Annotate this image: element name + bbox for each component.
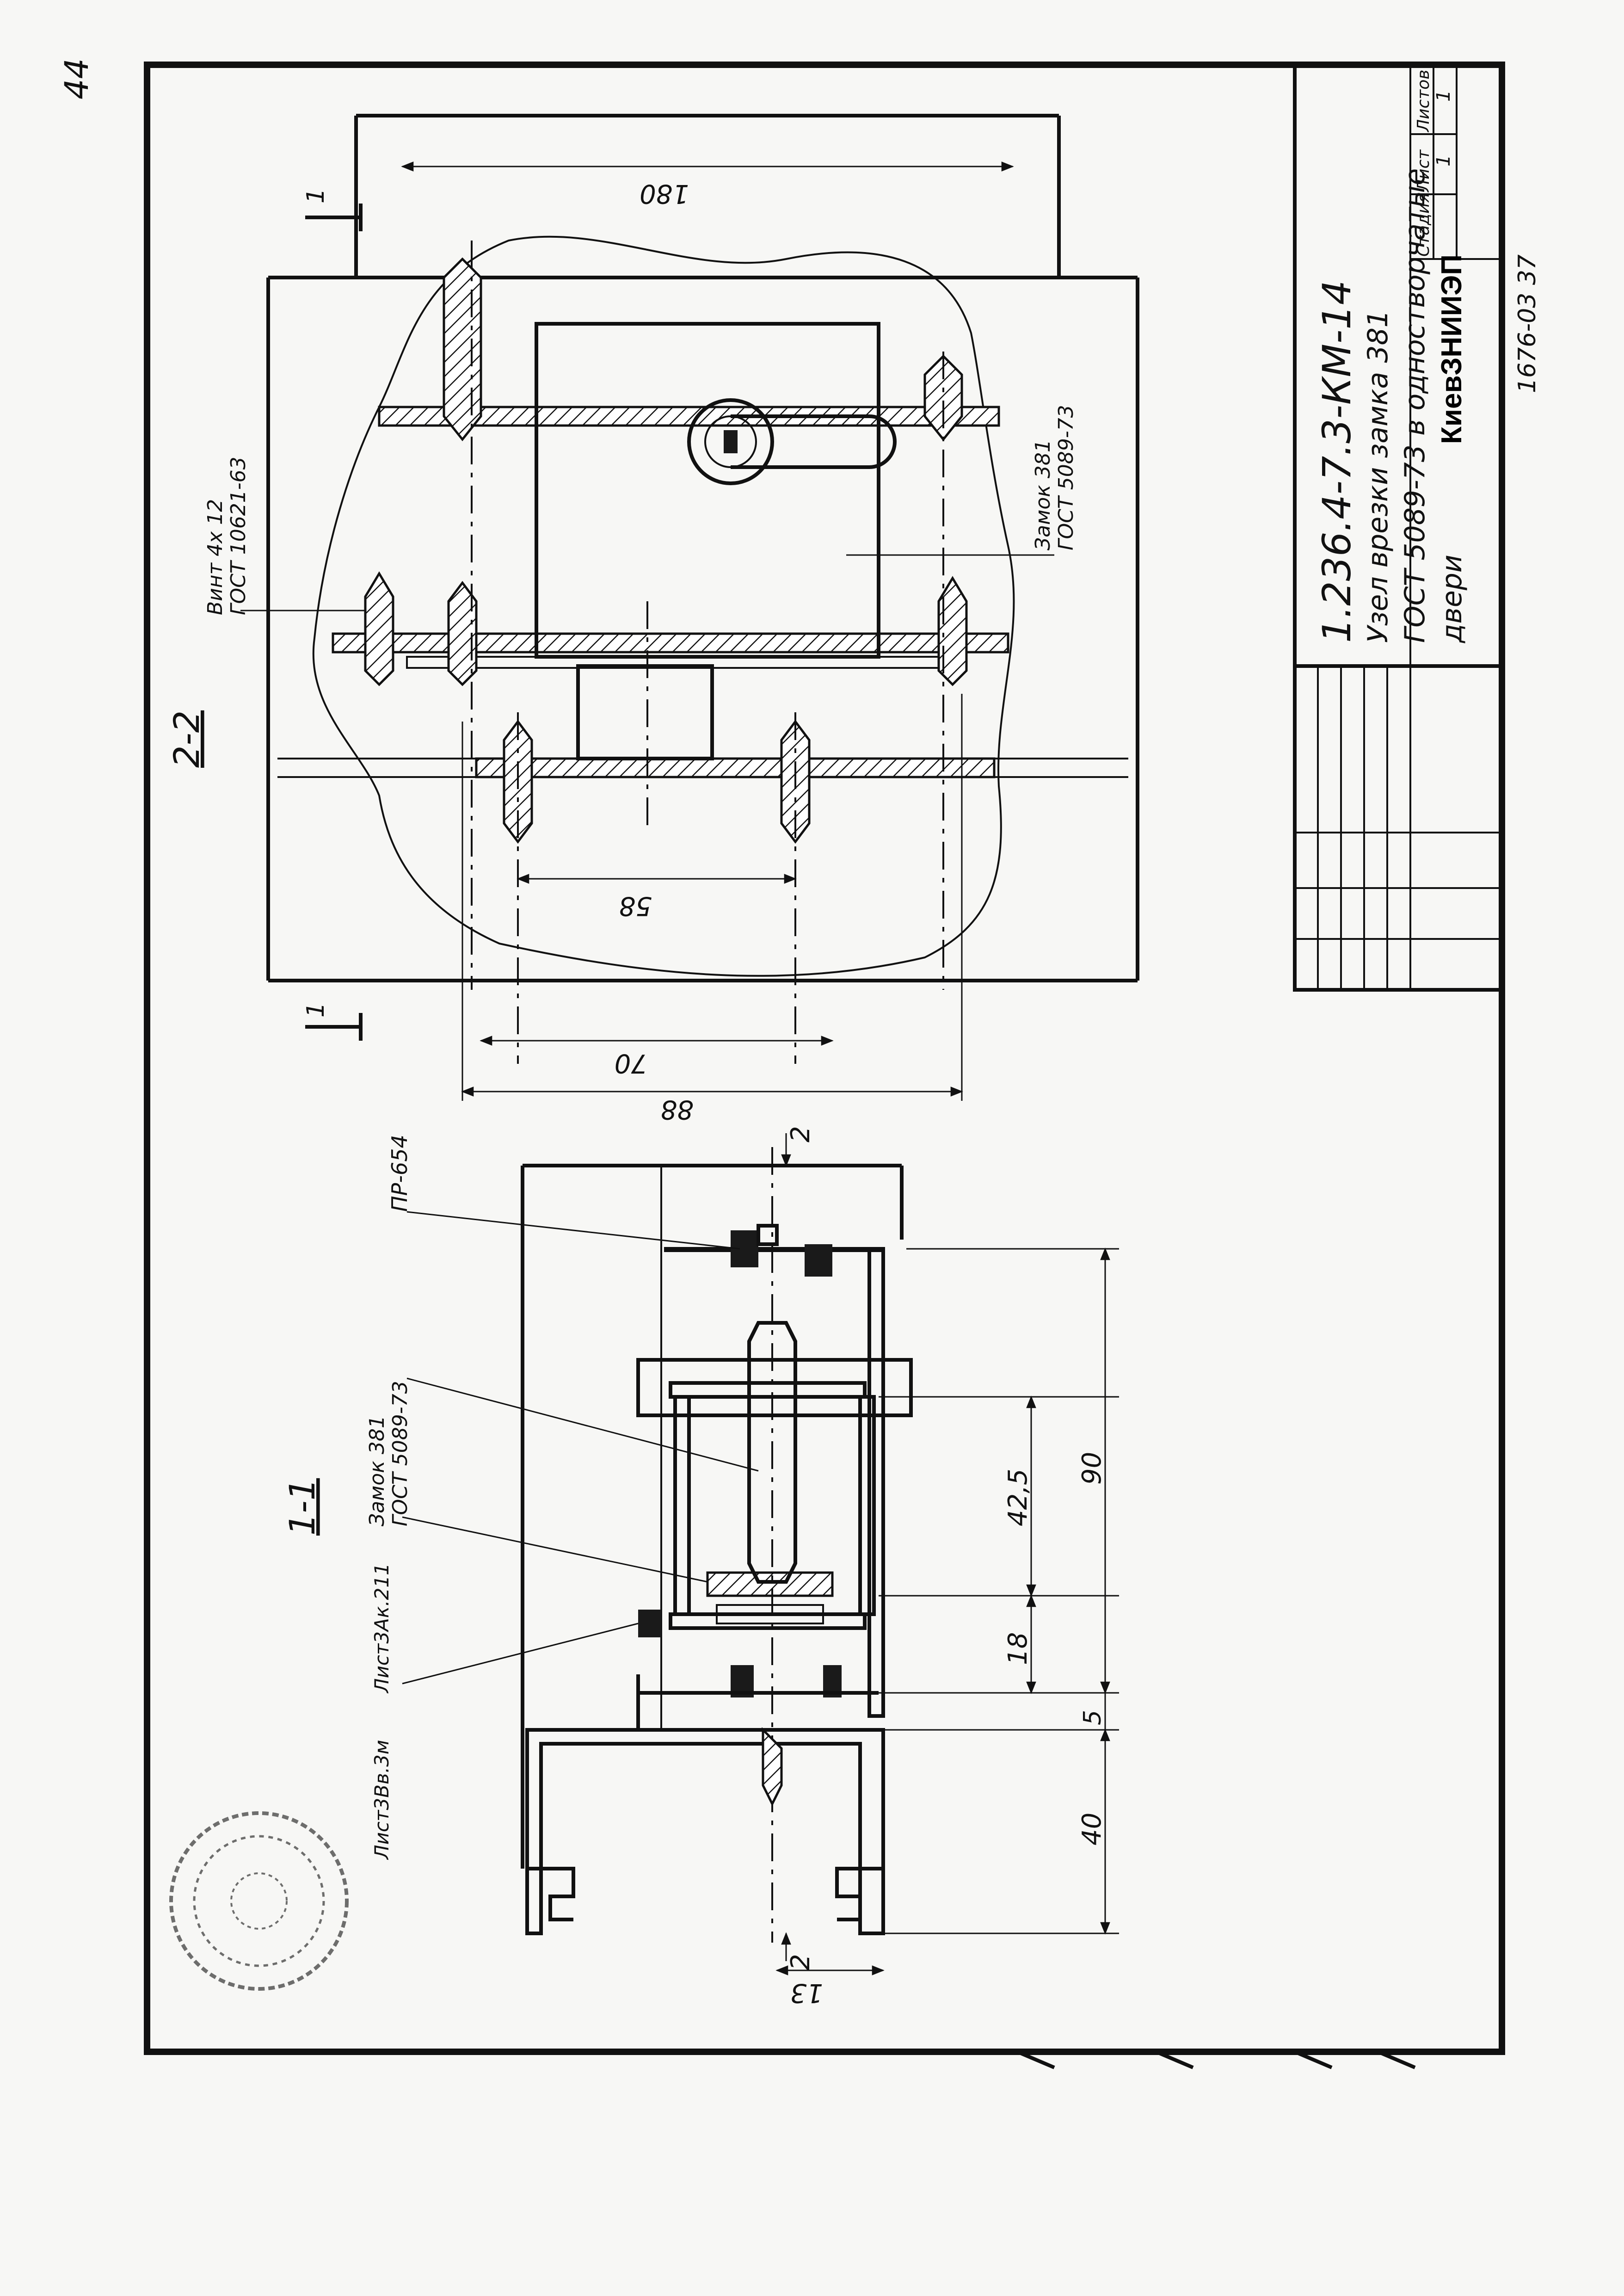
callout-profile: ПР-654 <box>387 1135 412 1212</box>
section-2-2: 2-2 <box>166 114 1139 1124</box>
dim-58: 58 <box>619 891 652 921</box>
edge-ticks <box>1016 2050 1416 2069</box>
callout-sheet: Лист3Ак.211 <box>370 1563 393 1694</box>
dim-2-bottom: 2 <box>786 1954 816 1970</box>
callout-lock-line1: Замок 381 <box>1031 439 1055 550</box>
drawing-designation: 1.236.4-7.3-КМ-14 <box>1314 280 1359 643</box>
lock-body <box>535 322 880 659</box>
sheets-header: Листов <box>1414 70 1433 133</box>
bottom-code: 1676-03 37 <box>1513 254 1541 393</box>
sheet-header: Лист <box>1414 149 1433 193</box>
section-1-1: 1-1 <box>282 1126 1119 2008</box>
title-block: Стадия Лист Листов 1 1 1.236.4-7.3-КМ-14… <box>1293 63 1504 992</box>
svg-text:1: 1 <box>302 188 330 204</box>
dim-18: 18 <box>1003 1632 1033 1665</box>
section-2-2-title: 2-2 <box>166 710 207 768</box>
cut-mark-bottom: 1 <box>302 1002 363 1041</box>
stage-header: Стадия <box>1414 193 1433 257</box>
dim-90: 90 <box>1077 1452 1107 1485</box>
dim-2-top: 2 <box>786 1126 816 1142</box>
dim-40: 40 <box>1077 1813 1107 1845</box>
corner-mark: 44 <box>58 58 96 99</box>
callout-lock-line2: ГОСТ 5089-73 <box>1054 405 1078 550</box>
callout-lock-line1: Замок 381 <box>365 1415 389 1526</box>
dim-88: 88 <box>661 1094 694 1124</box>
section-1-1-title: 1-1 <box>282 1478 323 1536</box>
cut-mark-top: 1 <box>302 188 363 231</box>
dim-42-5: 42,5 <box>1003 1469 1033 1526</box>
organization-name: КиевЗНИИЭП <box>1436 254 1468 444</box>
round-stamp <box>169 1811 349 1991</box>
lock-bolt <box>576 664 714 760</box>
dim-5: 5 <box>1079 1710 1107 1725</box>
callout-screw-line1: Винт 4х 12 <box>203 499 227 615</box>
callout-screw-line2: ГОСТ 10621-63 <box>227 457 250 615</box>
lock-spindle <box>747 1321 797 1584</box>
stage-table: Стадия Лист Листов 1 1 <box>1410 65 1502 260</box>
description-line-3: двери <box>1436 555 1468 643</box>
description-line-1: Узел врезки замка 381 <box>1362 310 1394 643</box>
description-line-2: ГОСТ 5089-73 в одностворчатые <box>1399 168 1431 643</box>
channel-profile <box>525 1674 885 1935</box>
screws <box>364 257 968 844</box>
dim-13: 13 <box>790 1978 823 2008</box>
sheet-frame <box>144 62 1505 2055</box>
sheet-value: 1 <box>1433 155 1454 167</box>
dim-180: 180 <box>640 179 689 209</box>
svg-text:1: 1 <box>302 1002 330 1018</box>
callout-sheet-2: Лист3Вв.3м <box>370 1740 393 1860</box>
dim-70: 70 <box>615 1048 647 1078</box>
keyhole <box>687 398 897 485</box>
signature-table <box>1295 666 1502 990</box>
callout-lock-line2: ГОСТ 5089-73 <box>388 1381 412 1526</box>
sheets-value: 1 <box>1433 90 1454 102</box>
